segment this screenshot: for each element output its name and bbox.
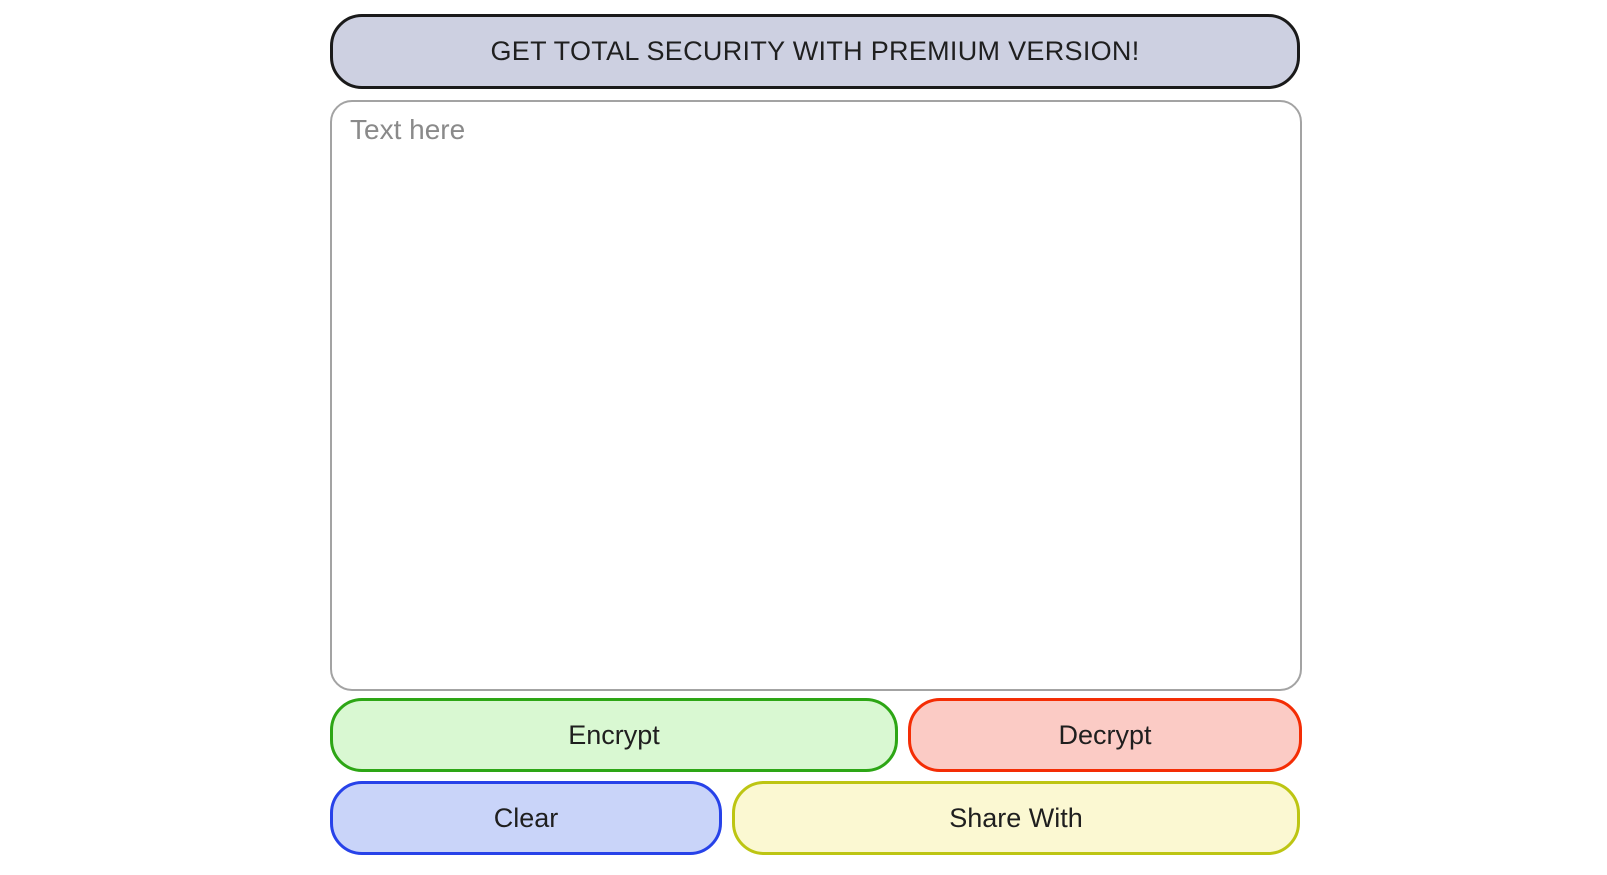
message-text-input[interactable] [330, 100, 1302, 691]
premium-upsell-banner-button[interactable]: GET TOTAL SECURITY WITH PREMIUM VERSION! [330, 14, 1300, 89]
encrypt-button[interactable]: Encrypt [330, 698, 898, 772]
decrypt-button[interactable]: Decrypt [908, 698, 1302, 772]
share-with-button[interactable]: Share With [732, 781, 1300, 855]
clear-button[interactable]: Clear [330, 781, 722, 855]
